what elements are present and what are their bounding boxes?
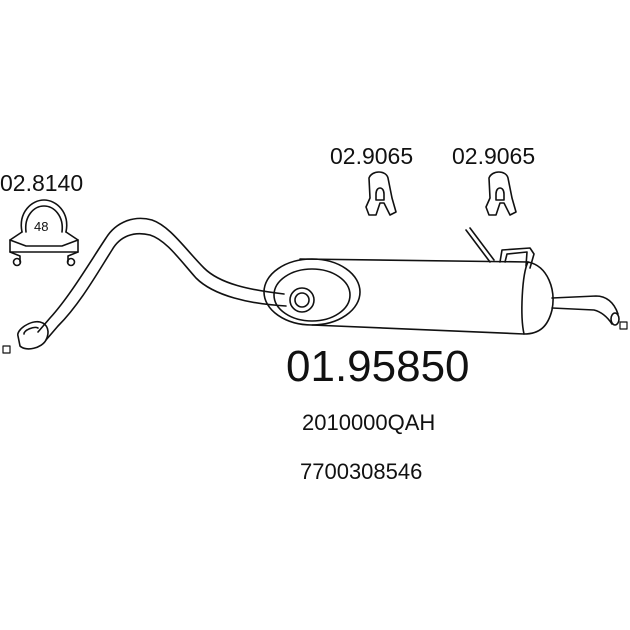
rubber-hanger-icon [365, 171, 397, 216]
accessory-part-number-clamp[interactable]: 02.8140 [0, 170, 84, 196]
oe-reference-2: 7700308546 [300, 459, 423, 484]
inlet-pipe [17, 217, 287, 350]
main-part-number[interactable]: 01.95850 [286, 342, 470, 391]
inlet-marker [2, 345, 11, 354]
exhaust-clamp-icon [9, 199, 79, 267]
tail-pipe [551, 295, 620, 326]
rear-muffler [263, 227, 554, 335]
rubber-hanger-icon [485, 171, 517, 216]
oe-reference-1: 2010000QAH [302, 410, 436, 435]
accessory-part-number-hanger-2[interactable]: 02.9065 [452, 143, 536, 169]
accessory-part-number-hanger-1[interactable]: 02.9065 [330, 143, 414, 169]
clamp-size-label: 48 [34, 219, 49, 234]
outlet-marker [619, 321, 628, 330]
